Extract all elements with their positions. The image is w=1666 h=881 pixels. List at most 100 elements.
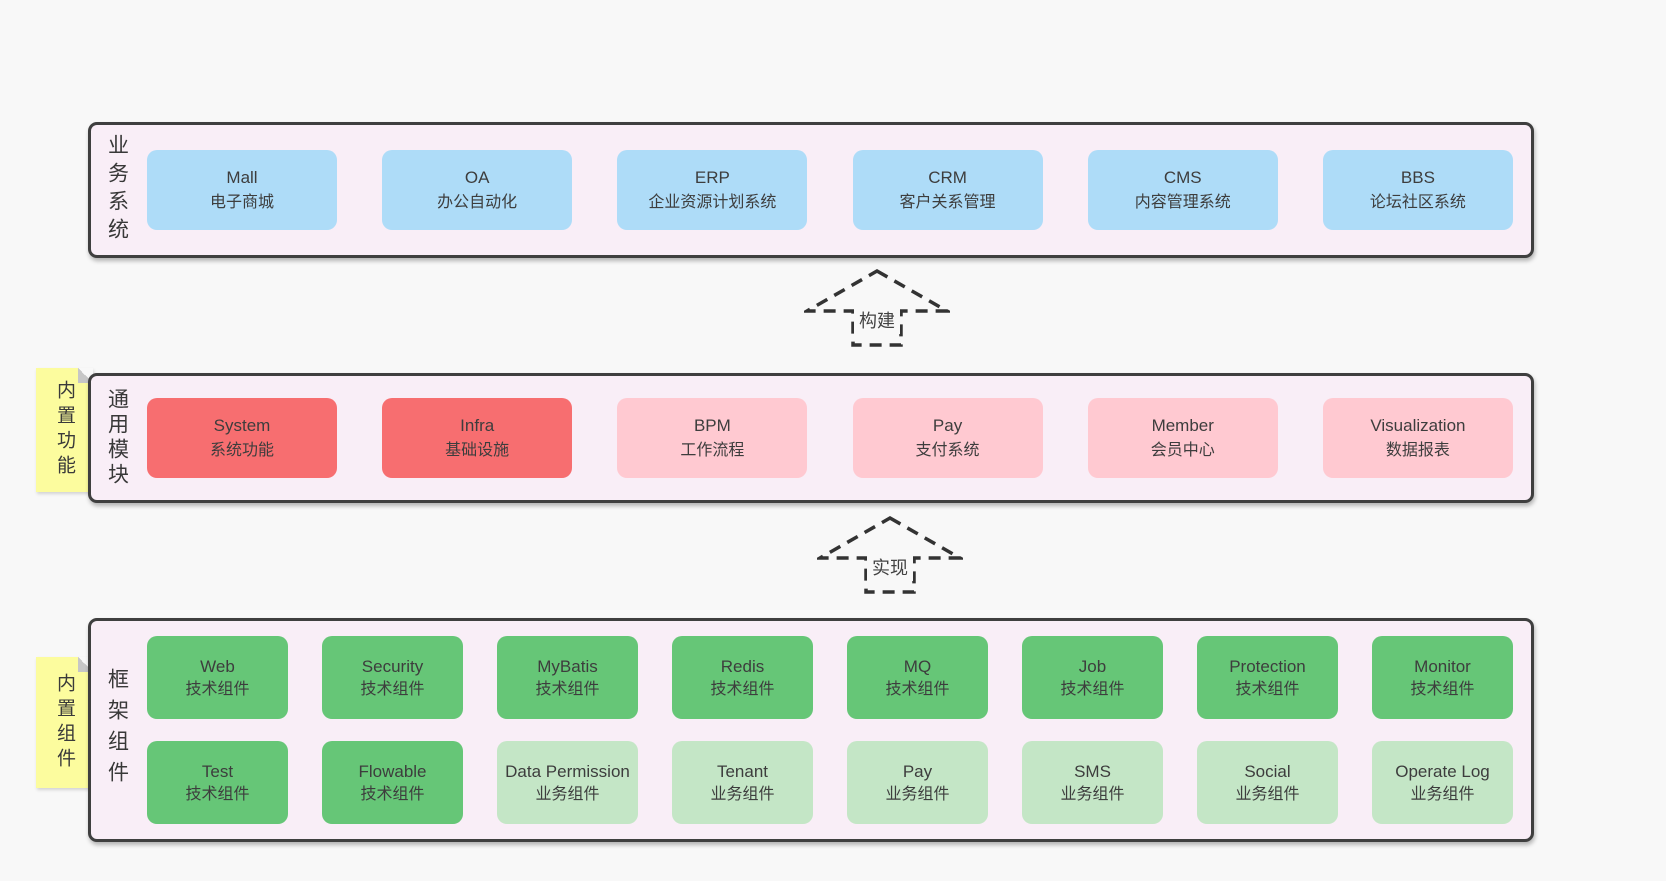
box-subtitle: 系统功能 — [209, 442, 274, 459]
box-subtitle: 论坛社区系统 — [1369, 194, 1466, 211]
box-operate-log: Operate Log 业务组件 — [1372, 741, 1513, 824]
box-title: MyBatis — [537, 656, 598, 676]
box-mybatis: MyBatis 技术组件 — [497, 636, 638, 719]
arrow-label-backdrop — [867, 555, 913, 581]
box-subtitle: 技术组件 — [185, 680, 250, 698]
box-job: Job 技术组件 — [1022, 636, 1163, 719]
box-title: MQ — [903, 656, 932, 676]
box-title: Pay — [902, 761, 933, 781]
arrow-label: 构建 — [859, 311, 895, 331]
box-title: Operate Log — [1395, 761, 1490, 781]
box-visualization: Visualization 数据报表 — [1322, 398, 1513, 478]
boxes-row: System 系统功能 Infra 基础设施 BPM 工作流程 Pay 支付系统 Member 会… — [147, 398, 1513, 478]
box-pay: Pay 业务组件 — [847, 741, 988, 824]
box-subtitle: 内容管理系统 — [1134, 194, 1231, 211]
box-title: SMS — [1074, 761, 1111, 781]
box-title: Test — [201, 761, 234, 781]
box-bbs: BBS 论坛社区系统 — [1322, 150, 1513, 230]
box-title: System — [213, 416, 271, 435]
layer-label-business-systems: 业务系统 — [105, 134, 129, 246]
box-subtitle: 技术组件 — [535, 680, 600, 698]
box-title: Flowable — [358, 761, 427, 781]
box-title: CMS — [1163, 168, 1202, 187]
box-subtitle: 支付系统 — [915, 442, 980, 459]
box-title: BPM — [693, 416, 731, 435]
box-erp: ERP 企业资源计划系统 — [617, 150, 808, 230]
box-title: Visualization — [1370, 416, 1466, 435]
box-subtitle: 工作流程 — [680, 442, 745, 459]
box-cms: CMS 内容管理系统 — [1087, 150, 1278, 230]
sticky-note-built-in-components: 内置组件 — [36, 657, 93, 788]
box-subtitle: 技术组件 — [710, 680, 775, 698]
box-subtitle: 业务组件 — [1235, 785, 1300, 803]
box-subtitle: 电子商城 — [209, 194, 274, 211]
up-arrow-implement: 实现 — [817, 515, 963, 594]
layer-rows: System 系统功能 Infra 基础设施 BPM 工作流程 Pay 支付系统 Member 会… — [143, 376, 1531, 500]
sticky-note-built-in-features: 内置功能 — [36, 368, 93, 492]
sticky-note-label: 内置组件 — [54, 672, 75, 773]
box-bpm: BPM 工作流程 — [617, 398, 808, 478]
box-subtitle: 业务组件 — [535, 785, 600, 803]
box-title: Job — [1078, 656, 1107, 676]
box-flowable: Flowable 技术组件 — [322, 741, 463, 824]
layer-common-modules: 通用模块 System 系统功能 Infra 基础设施 BPM 工作流程 Pay 支付系统 Me… — [88, 373, 1534, 503]
box-title: Security — [361, 656, 424, 676]
layer-label-common-modules: 通用模块 — [105, 388, 129, 488]
sticky-note-label: 内置功能 — [54, 380, 75, 480]
layer-label-framework-components: 框架组件 — [105, 668, 129, 792]
box-title: Pay — [932, 416, 963, 435]
box-title: Mall — [226, 168, 258, 187]
box-mall: Mall 电子商城 — [147, 150, 337, 230]
box-security: Security 技术组件 — [322, 636, 463, 719]
box-subtitle: 业务组件 — [710, 785, 775, 803]
up-arrow-build: 构建 — [804, 268, 950, 347]
layer-label-column: 业务系统 — [91, 125, 143, 255]
box-subtitle: 技术组件 — [360, 680, 425, 698]
box-title: Member — [1151, 416, 1214, 435]
box-title: Web — [200, 656, 235, 676]
box-web: Web 技术组件 — [147, 636, 288, 719]
box-system: System 系统功能 — [147, 398, 337, 478]
box-title: Tenant — [716, 761, 769, 781]
box-subtitle: 业务组件 — [885, 785, 950, 803]
box-title: CRM — [928, 168, 967, 187]
arrow-label: 实现 — [872, 558, 908, 578]
arrow-label-backdrop — [854, 308, 900, 334]
box-title: Monitor — [1414, 656, 1471, 676]
box-social: Social 业务组件 — [1197, 741, 1338, 824]
box-title: ERP — [694, 168, 730, 187]
box-subtitle: 会员中心 — [1150, 442, 1215, 459]
box-subtitle: 技术组件 — [1235, 680, 1300, 698]
box-tenant: Tenant 业务组件 — [672, 741, 813, 824]
layer-label-column: 通用模块 — [91, 376, 143, 500]
box-subtitle: 技术组件 — [1060, 680, 1125, 698]
box-subtitle: 技术组件 — [185, 785, 250, 803]
box-test: Test 技术组件 — [147, 741, 288, 824]
box-monitor: Monitor 技术组件 — [1372, 636, 1513, 719]
box-title: OA — [464, 168, 490, 187]
box-subtitle: 企业资源计划系统 — [648, 194, 777, 211]
box-title: Infra — [460, 416, 495, 435]
box-subtitle: 基础设施 — [445, 442, 510, 459]
box-subtitle: 技术组件 — [360, 785, 425, 803]
box-subtitle: 业务组件 — [1410, 785, 1475, 803]
box-subtitle: 数据报表 — [1385, 442, 1450, 459]
box-title: BBS — [1400, 168, 1435, 187]
layer-label-column: 框架组件 — [91, 621, 143, 839]
box-subtitle: 技术组件 — [1410, 680, 1475, 698]
box-title: Social — [1244, 761, 1291, 781]
